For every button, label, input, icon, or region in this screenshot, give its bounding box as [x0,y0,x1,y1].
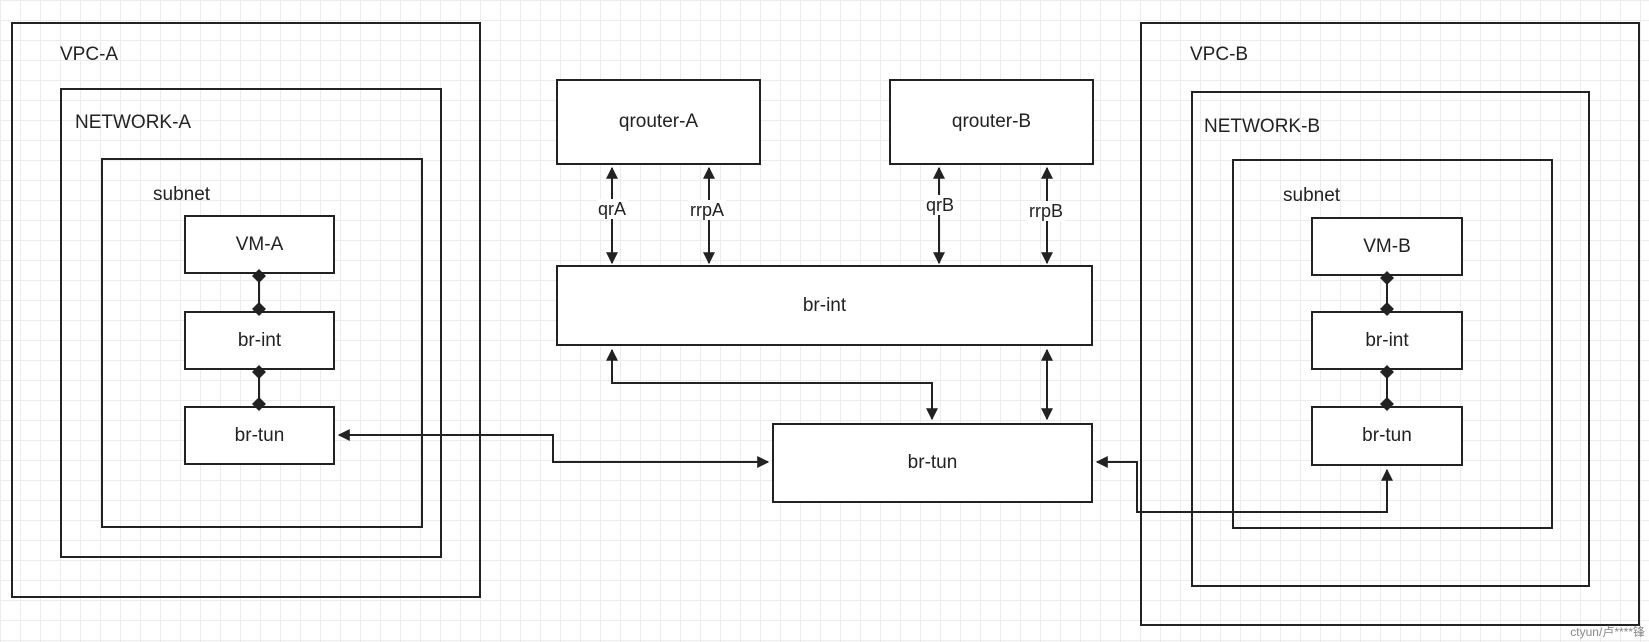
subnet-a-container [101,158,423,528]
brtun-a-to-center-link [337,429,770,468]
network-b-label: NETWORK-B [1204,116,1321,137]
subnet-a-label: subnet [153,184,211,205]
vpc-a-container [11,22,481,598]
center-to-brtun-b-link [1095,456,1393,513]
br-tun-b-node[interactable]: br-tun [1311,406,1463,466]
vm-b-node[interactable]: VM-B [1311,217,1463,276]
qrouter-a-node[interactable]: qrouter-A [556,79,761,165]
center-br-tun-node[interactable]: br-tun [772,423,1093,503]
subnet-b-container [1232,159,1553,529]
vpc-a-label: VPC-A [60,44,119,65]
rrpa-link-label: rrpA [688,200,727,220]
qra-link-label: qrA [596,199,629,219]
brint-brtun-link-left [606,348,938,421]
network-a-container [60,88,442,558]
qrb-link-label: qrB [924,195,957,215]
vpc-b-container [1140,22,1640,626]
br-tun-a-node[interactable]: br-tun [184,406,335,465]
network-b-container [1191,91,1590,587]
network-a-label: NETWORK-A [75,112,192,133]
subnet-b-label: subnet [1283,185,1341,206]
qrouter-b-node[interactable]: qrouter-B [889,79,1094,165]
vpc-b-label: VPC-B [1190,44,1249,65]
center-br-int-node[interactable]: br-int [556,265,1093,346]
watermark: ctyun/卢****锋 [1570,625,1645,639]
rrpb-link-label: rrpB [1027,201,1066,221]
